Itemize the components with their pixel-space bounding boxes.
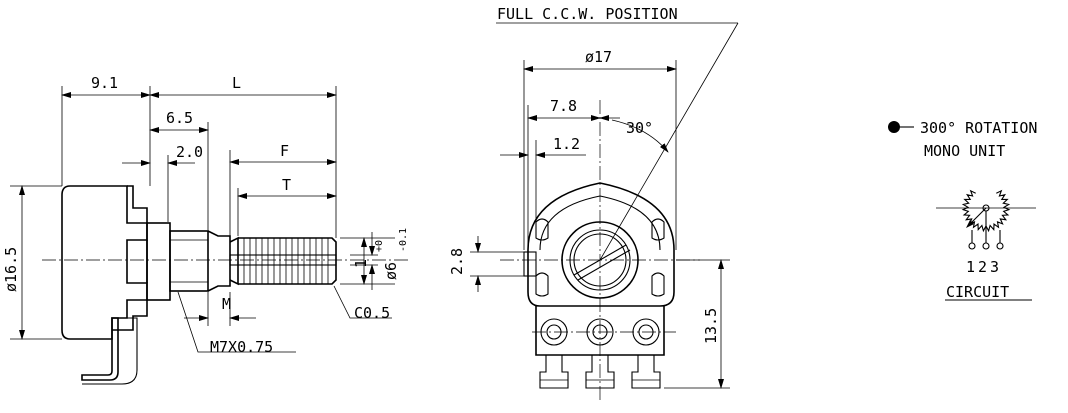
spec-block: 300° ROTATION MONO UNIT: [888, 119, 1037, 160]
front-slot-left-low: [535, 272, 549, 297]
rotation-spec: 300° ROTATION: [920, 119, 1037, 137]
side-flange: [112, 185, 148, 331]
dim-F: F: [280, 142, 289, 160]
side-collar: [207, 230, 231, 292]
dim-2-8: 2.8: [448, 248, 466, 275]
dim-dia17: ø17: [585, 48, 612, 66]
front-slot-right: [651, 218, 665, 241]
side-knurl: [243, 238, 329, 284]
side-body-can: [61, 185, 148, 340]
side-bushing-thread: [169, 230, 209, 292]
pin-1-dot: [968, 242, 976, 250]
front-leg-3: [631, 355, 661, 389]
front-leg-1: [539, 355, 569, 389]
circuit-symbol: 123 CIRCUIT: [936, 189, 1036, 301]
leader-C05: [333, 285, 392, 319]
side-extension-lines: [10, 86, 395, 340]
dim-dia6: ø6: [382, 262, 400, 280]
dim-2-0: 2.0: [176, 143, 203, 161]
dim-M: M: [222, 295, 231, 313]
dim-L: L: [232, 74, 241, 92]
dim-dia16-5: ø16.5: [2, 247, 20, 292]
side-terminal: [81, 317, 119, 381]
dim-6-5: 6.5: [166, 109, 193, 127]
dim-7-8: 7.8: [550, 97, 577, 115]
dim-30deg: 30°: [626, 119, 653, 137]
ccw-pointer-line: [599, 22, 739, 261]
front-view-title: FULL C.C.W. POSITION: [497, 5, 678, 23]
circuit-label: CIRCUIT: [946, 283, 1009, 301]
pin-numbers: 123: [966, 258, 1002, 276]
dim-tol-plus: +0: [374, 240, 385, 252]
front-shaft-slot-b: [577, 249, 631, 281]
side-bushing: [146, 222, 171, 301]
bullet-icon: [888, 121, 900, 133]
unit-spec: MONO UNIT: [924, 142, 1005, 160]
side-view: 9.1 L 6.5 2.0 F T ø16.5 1 ø6 +0 -0.1 M C…: [2, 74, 410, 385]
front-slot-left: [535, 218, 549, 241]
front-body: [527, 182, 675, 307]
dim-13-5: 13.5: [702, 308, 720, 344]
dim-tol-minus: -0.1: [398, 228, 409, 252]
pin-2-dot: [982, 242, 990, 250]
dim-T: T: [282, 176, 291, 194]
dim-9-1: 9.1: [91, 74, 118, 92]
front-view: FULL C.C.W. POSITION ø17 7.8 1.2 30° 2.8…: [448, 5, 739, 400]
side-terminal-outer: [82, 317, 138, 385]
thread-label: M7X0.75: [210, 338, 273, 356]
wiper-arrow-icon: [966, 220, 974, 228]
side-thread-lines: [170, 239, 208, 283]
front-slot-right-low: [651, 272, 665, 297]
side-shaft: [229, 236, 337, 286]
angle-arc-30: [611, 119, 669, 153]
dim-1-2: 1.2: [553, 135, 580, 153]
leader-thread: [177, 291, 296, 353]
front-notch-left: [523, 251, 537, 277]
dim-1: 1: [352, 259, 370, 268]
chamfer-label: C0.5: [354, 304, 390, 322]
pin-3-dot: [996, 242, 1004, 250]
